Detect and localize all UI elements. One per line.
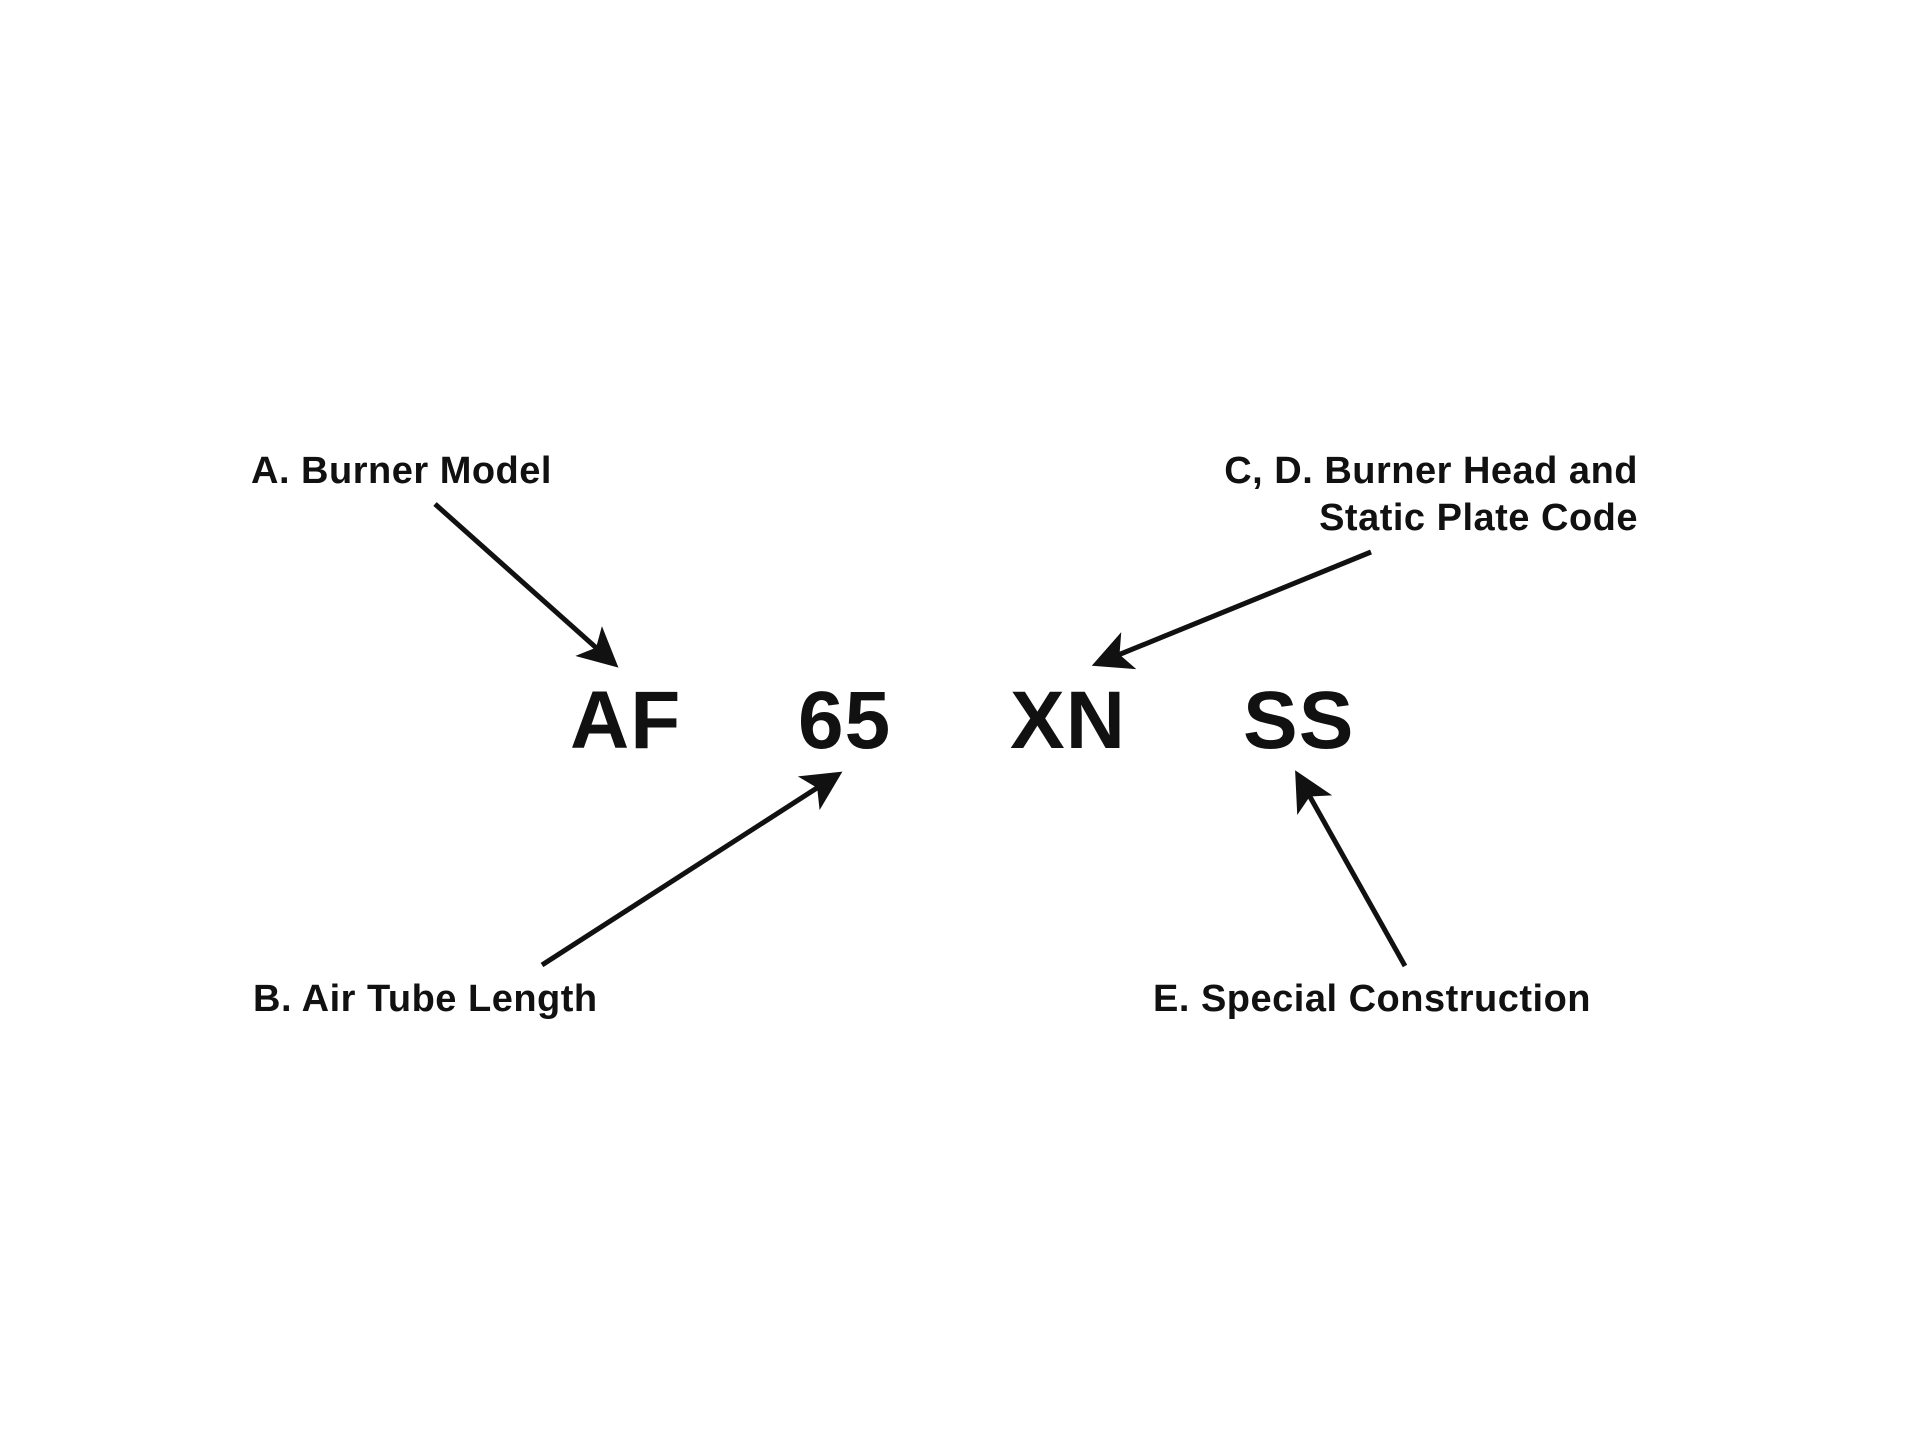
arrow-cd: [1091, 549, 1372, 670]
arrow-b: [540, 771, 843, 968]
label-air-tube-length: B. Air Tube Length: [253, 978, 598, 1020]
label-burner-model: A. Burner Model: [251, 450, 552, 492]
code-special-construction: SS: [1243, 675, 1355, 766]
arrow-a: [433, 502, 619, 668]
label-burner-head-line2: Static Plate Code: [1319, 497, 1638, 539]
code-burner-model: AF: [570, 675, 682, 766]
label-burner-head-line1: C, D. Burner Head and: [1224, 450, 1638, 492]
label-special-construction: E. Special Construction: [1153, 978, 1592, 1020]
code-air-tube-length: 65: [798, 675, 892, 766]
arrow-e: [1295, 770, 1408, 968]
code-burner-head: XN: [1010, 675, 1126, 766]
